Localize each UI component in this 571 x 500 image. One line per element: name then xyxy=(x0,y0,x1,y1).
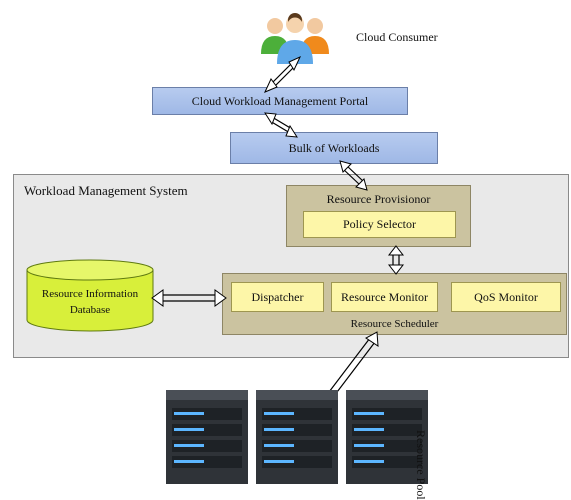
resource-monitor: Resource Monitor xyxy=(331,282,438,312)
database-icon xyxy=(26,259,154,332)
resource-pool-servers xyxy=(160,388,445,488)
users-icon xyxy=(261,13,329,64)
resource-provisionor: Resource Provisionor Policy Selector xyxy=(286,185,471,247)
resource-scheduler: Dispatcher Resource Monitor QoS Monitor … xyxy=(222,273,567,335)
server-icon xyxy=(166,390,428,484)
resource-information-database: Resource Information Database xyxy=(25,258,155,334)
database-label-line1: Resource Information xyxy=(41,288,139,300)
bulk-of-workloads: Bulk of Workloads xyxy=(230,132,438,164)
policy-selector: Policy Selector xyxy=(303,211,456,238)
wms-title: Workload Management System xyxy=(24,183,188,198)
scheduler-title: Resource Scheduler xyxy=(350,318,439,330)
provisionor-title: Resource Provisionor xyxy=(326,192,431,206)
cloud-workload-portal: Cloud Workload Management Portal xyxy=(152,87,408,115)
dispatcher: Dispatcher xyxy=(231,282,324,312)
resource-pool-label: Resource Pool xyxy=(414,430,428,500)
database-label-line2: Database xyxy=(69,304,111,316)
cloud-consumer-label: Cloud Consumer xyxy=(356,30,438,44)
qos-monitor: QoS Monitor xyxy=(451,282,561,312)
cloud-consumer xyxy=(255,10,335,68)
